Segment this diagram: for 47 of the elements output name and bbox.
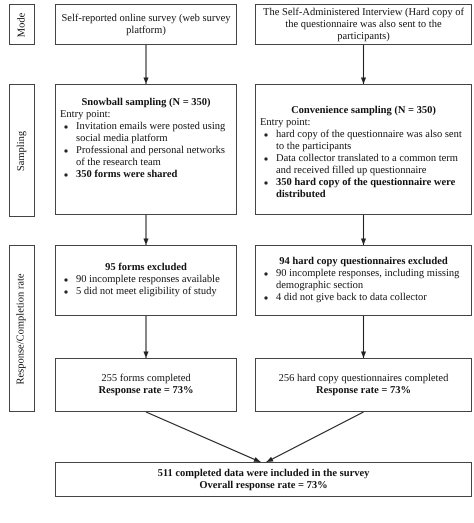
box-heading: 94 hard copy questionnaires excluded (278, 256, 449, 268)
box-text: Response rate = 73% (98, 385, 194, 397)
arrow (143, 316, 149, 358)
process-box (255, 358, 472, 412)
bullet-item: 5 did not meet eligibility of study (76, 286, 217, 297)
arrow (143, 215, 149, 245)
process-box (55, 358, 237, 412)
row-label: Mode (16, 12, 28, 37)
box-heading: 95 forms excluded (104, 262, 188, 274)
row-label: Response/Completion rate (16, 272, 28, 384)
arrow (146, 412, 261, 462)
box-text: The Self-Administered Interview (Hard copy of the questionnaire was also sent to the participants) (262, 6, 465, 42)
arrow (360, 316, 366, 358)
bullet-item: 90 incomplete responses, including missing demographic section (276, 268, 460, 291)
box-text: Self-reported online survey (web survey platform) (60, 12, 232, 36)
bullet-item: Professional and personal networks of the research team (76, 145, 226, 168)
arrow (143, 45, 149, 84)
box-text: 256 hard copy questionnaires completed (278, 373, 448, 385)
box-heading: Convenience sampling (N = 350) (290, 105, 437, 117)
arrow (360, 45, 366, 84)
box-text: 511 completed data were included in the survey (158, 468, 370, 480)
bullet-item: hard copy of the questionnaire was also sent to the participants (276, 129, 462, 152)
arrow (360, 215, 366, 245)
arrow (266, 412, 364, 462)
box-heading: Snowball sampling (N = 350) (80, 97, 212, 109)
bullet-item: 350 hard copy of the questionnaire were distributed (276, 177, 456, 200)
row-label-box (9, 84, 35, 217)
process-box (255, 84, 472, 215)
bullet-item: 350 forms were shared (76, 169, 178, 180)
bullet-item: 4 did not give back to data collector (276, 292, 427, 303)
box-text: Entry point: (60, 109, 112, 121)
process-box (55, 4, 237, 45)
process-box (55, 245, 237, 316)
box-text: Entry point: (260, 117, 312, 129)
process-box (55, 462, 472, 497)
row-label: Sampling (16, 130, 28, 171)
row-label-box (9, 245, 35, 412)
process-box (55, 84, 237, 215)
process-box (255, 245, 472, 316)
box-text: Overall response rate = 73% (199, 480, 328, 492)
box-text: 255 forms completed (101, 373, 191, 385)
bullet-item: Data collector translated to a common term and received filled up questionnaire (276, 153, 458, 176)
bullet-item: 90 incomplete responses available (76, 274, 220, 285)
row-label-box (9, 4, 35, 45)
box-text: Response rate = 73% (316, 385, 411, 397)
bullet-item: Invitation emails were posted using social media platform (76, 121, 226, 144)
process-box (255, 4, 472, 45)
